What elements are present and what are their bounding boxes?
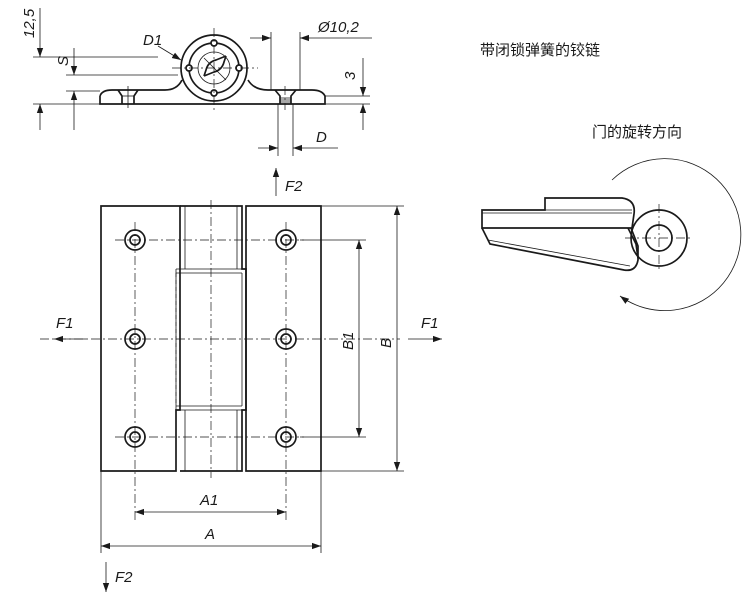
label-3: 3 [342,71,359,80]
side-view [99,28,326,112]
dimension-phi: Ø10,2 [250,19,372,90]
label-a: A [204,526,215,543]
dimension-s: S [55,48,178,130]
label-f1-right: F1 [421,315,439,332]
force-f1-left: F1 [54,315,86,343]
force-f2-top: F2 [272,168,303,196]
label-a1: A1 [199,492,218,509]
dimension-d1: D1 [143,32,182,61]
label-f2-bottom: F2 [115,569,133,586]
dimension-a: A [100,471,322,553]
front-view [40,200,400,520]
door-rotation-view [481,158,742,311]
rotation-arc [611,158,742,311]
label-12-5: 12,5 [21,8,38,38]
label-b1: B1 [340,332,357,350]
label-d1: D1 [143,32,162,49]
label-phi: Ø10,2 [317,19,360,36]
dimension-b: B [321,205,404,472]
force-f1-right: F1 [408,315,442,343]
dimension-12-5: 12,5 [21,8,158,130]
label-b: B [378,338,395,348]
dimension-3: 3 [325,58,370,130]
label-f1-left: F1 [56,315,74,332]
label-d: D [316,129,327,146]
force-f2-bottom: F2 [102,562,133,592]
label-s: S [55,56,72,66]
dimension-b1: B1 [300,239,366,438]
title-caption: 带闭锁弹簧的铰链 [480,41,600,59]
rotation-caption: 门的旋转方向 [592,123,682,141]
dimension-a1: A1 [135,492,286,516]
dimension-d: D [258,104,338,156]
label-f2-top: F2 [285,178,303,195]
